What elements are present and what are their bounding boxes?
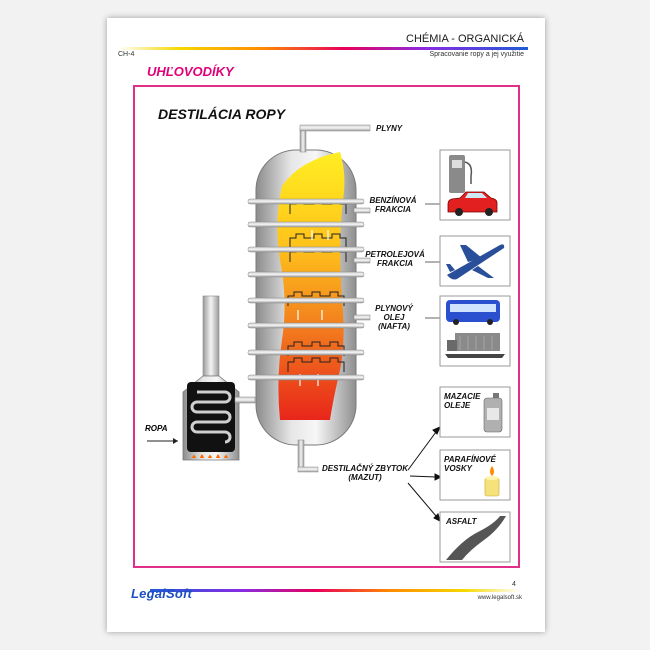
- fraction-line: OLEJ: [383, 313, 405, 322]
- locomotive-icon: [445, 333, 505, 358]
- page-number: 4: [512, 581, 516, 588]
- fraction-line: BENZÍNOVÁ: [369, 196, 417, 205]
- fraction-label-nafta: PLYNOVÝ OLEJ (NAFTA): [366, 304, 422, 331]
- asphalt-box: [439, 511, 511, 563]
- airplane-icon: [446, 244, 505, 280]
- fraction-label-mazut: DESTILAČNÝ ZBYTOK (MAZUT): [320, 464, 410, 482]
- fraction-name: PLYNY: [376, 124, 403, 133]
- subject-subtitle: Spracovanie ropy a jej využitie: [429, 51, 524, 58]
- oil-bottle-icon: [483, 393, 503, 433]
- fraction-line: FRAKCIA: [377, 259, 413, 268]
- diagram-frame: [133, 85, 520, 568]
- input-label: ROPA: [145, 424, 168, 433]
- residue-arrows: [407, 426, 443, 522]
- section-title: UHĽOVODÍKY: [147, 64, 234, 79]
- product-line: VOSKY: [444, 464, 473, 473]
- furnace: [182, 295, 240, 461]
- fraction-label-petrolej: PETROLEJOVÁ FRAKCIA: [364, 250, 426, 268]
- fraction-line: FRAKCIA: [375, 205, 411, 214]
- product-line: MAZACIE: [444, 392, 481, 401]
- diagram-title: DESTILÁCIA ROPY: [158, 106, 286, 122]
- distillation-column: [247, 124, 371, 473]
- subject-title: CHÉMIA - ORGANICKÁ: [406, 33, 524, 45]
- fraction-line: PLYNOVÝ: [375, 304, 413, 313]
- product-line: PARAFÍNOVÉ: [444, 455, 496, 464]
- bus-train-box: [439, 295, 511, 367]
- product-label-vosky: PARAFÍNOVÉ VOSKY: [444, 455, 496, 473]
- product-label-oleje: MAZACIE OLEJE: [444, 392, 480, 410]
- product-line: OLEJE: [444, 401, 471, 410]
- product-label-asfalt: ASFALT: [446, 517, 477, 526]
- fraction-line: (MAZUT): [348, 473, 382, 482]
- fraction-line: PETROLEJOVÁ: [365, 250, 425, 259]
- wax-box: [439, 449, 511, 501]
- bus-icon: [446, 300, 500, 325]
- fraction-line: DESTILAČNÝ ZBYTOK: [321, 464, 409, 473]
- website-link[interactable]: www.legalsoft.sk: [477, 595, 522, 601]
- footer-rainbow-rule: [150, 589, 520, 592]
- fuel-car-box: [439, 149, 511, 221]
- candle-icon: [484, 466, 500, 497]
- fraction-line: (NAFTA): [378, 322, 410, 331]
- sheet-code: CH-4: [118, 51, 135, 58]
- header-rainbow-rule: [118, 47, 528, 50]
- brand-logo: LegalSoft: [131, 586, 193, 601]
- fraction-label-plyny: PLYNY: [376, 124, 402, 133]
- oil-box: [439, 386, 511, 438]
- airplane-box: [439, 235, 511, 287]
- road-icon: [446, 516, 506, 560]
- product-line: ASFALT: [446, 517, 477, 526]
- car-icon: [447, 191, 498, 216]
- ropa-input-arrow: [147, 438, 178, 444]
- fuel-pump-icon: [449, 155, 473, 193]
- fraction-label-benzin: BENZÍNOVÁ FRAKCIA: [364, 196, 422, 214]
